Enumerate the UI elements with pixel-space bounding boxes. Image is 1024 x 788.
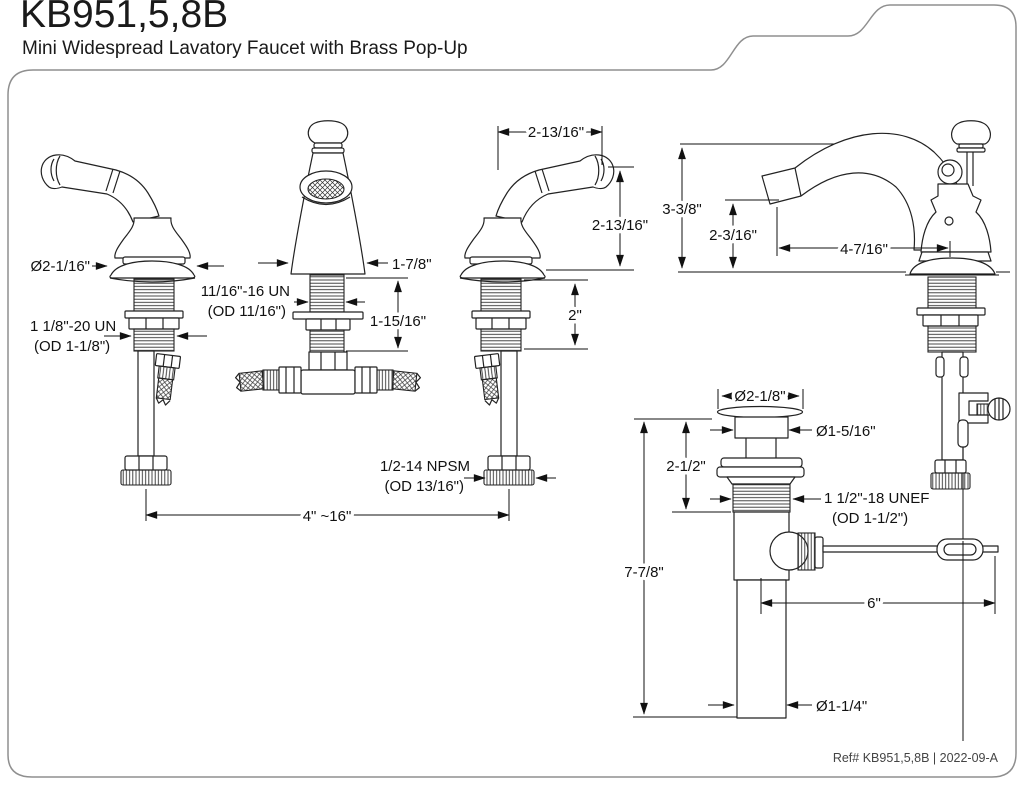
dim-drain-rod-length: 6" <box>867 595 881 612</box>
dim-handle-length: 2-13/16" <box>528 124 584 141</box>
dim-faucet-spout-height: 2-3/16" <box>709 227 757 244</box>
faucet-side-view: 3-3/8" 2-3/16" 4-7/16" <box>659 120 1011 741</box>
dim-handle-flange-diameter: Ø2-1/16" <box>30 258 90 275</box>
spout-view: 11/16"-16 UN (OD 11/16") 1-7/8" 1-15/16" <box>201 120 432 395</box>
dim-handle-shank-length: 2" <box>568 307 582 324</box>
dim-drain-stopper-diameter: Ø1-5/16" <box>816 423 876 440</box>
dim-handle-height: 2-13/16" <box>592 217 648 234</box>
page-border <box>7 4 1017 778</box>
dim-drain-flange-diameter: Ø2-1/8" <box>734 388 785 405</box>
handle-view-left: Ø2-1/16" 1 1/8"-20 UN (OD 1-1/8") <box>30 154 224 486</box>
dim-spout-shank-thread: 11/16"-16 UN <box>201 283 290 300</box>
dim-faucet-overall-height: 3-3/8" <box>662 201 702 218</box>
reference-number: Ref# KB951,5,8B | 2022-09-A <box>832 751 998 765</box>
dim-drain-body-thread: 1 1/2"-18 UNEF <box>824 490 929 507</box>
dim-drain-overall-height: 7-7/8" <box>624 564 664 581</box>
popup-drain-view: Ø2-1/8" Ø1-5/16" 2-1/2" 1 1/2"-18 UNEF (… <box>621 385 999 719</box>
dim-connector-od: (OD 13/16") <box>384 478 464 495</box>
dim-spread-range: 4" ~16" <box>303 508 352 525</box>
dim-drain-upper-height: 2-1/2" <box>666 458 706 475</box>
dim-spout-shank-od: (OD 11/16") <box>208 303 286 320</box>
handle-view-right: 2-13/16" 2-13/16" 2" <box>459 121 652 486</box>
product-subtitle: Mini Widespread Lavatory Faucet with Bra… <box>22 38 468 59</box>
dim-handle-shank-thread: 1 1/8"-20 UN <box>30 318 116 335</box>
supply-spread: 1/2-14 NPSM (OD 13/16") 4" ~16" <box>145 458 556 529</box>
model-title: KB951,5,8B <box>20 0 229 36</box>
dim-connector-thread: 1/2-14 NPSM <box>380 458 470 475</box>
dim-spout-shank-length: 1-15/16" <box>370 313 426 330</box>
dim-spout-base-width: 1-7/8" <box>392 256 432 273</box>
dim-drain-tailpiece-diameter: Ø1-1/4" <box>816 698 867 715</box>
dim-faucet-spout-reach: 4-7/16" <box>840 241 888 258</box>
dim-drain-body-thread-od: (OD 1-1/2") <box>832 510 908 527</box>
dim-handle-shank-od: (OD 1-1/8") <box>34 338 110 355</box>
